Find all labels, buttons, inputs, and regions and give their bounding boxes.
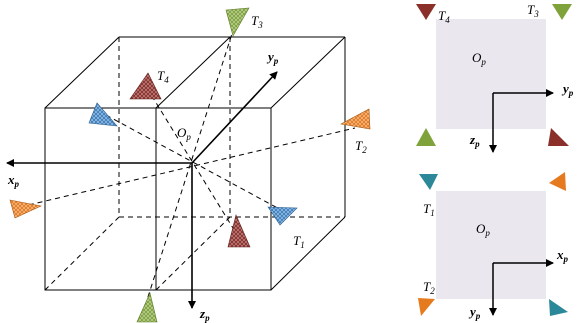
panel-top-triangle-tl [416, 4, 436, 20]
panel-bottom-label-t1: T1 [423, 201, 435, 218]
panel-top-label-z: zp [469, 132, 480, 149]
cube-edge-br [270, 216, 346, 291]
panel-top-square [436, 19, 546, 129]
y-axis-arrow [191, 71, 278, 164]
cube-hidden-edges [19, 17, 356, 301]
cube-edge-tl [44, 36, 120, 109]
label-t3: T3 [251, 13, 263, 30]
panel-bottom-square [436, 191, 546, 299]
cube-edge-tr [270, 36, 346, 109]
hidden-edge-bottom-mid [155, 216, 231, 291]
triangle-blue-left [88, 102, 118, 127]
panel-bottom-label-origin: Op [476, 221, 490, 238]
label-origin: Op [177, 125, 191, 142]
label-t1: T1 [293, 233, 305, 250]
diagonal-t1-line [105, 114, 284, 212]
panel-top-label-t3: T3 [527, 2, 539, 19]
panel-bottom-triangle-tl [419, 174, 438, 190]
panel-top-label-t4: T4 [438, 8, 450, 25]
triangle-t2-right [340, 108, 371, 130]
label-x-axis: xp [7, 172, 20, 189]
label-t2: T2 [355, 138, 367, 155]
panel-bottom-label-t2: T2 [423, 279, 435, 296]
triangle-t4-upper [129, 72, 162, 100]
panel-top-triangle-br [548, 128, 569, 146]
panel-bottom-triangle-br [549, 299, 568, 316]
triangle-orange-left [9, 199, 42, 219]
triangle-t1-blue [267, 206, 298, 226]
triangle-t3-top [225, 7, 250, 37]
diagonal-t3-line [146, 17, 238, 301]
triangle-green-bottom [136, 292, 158, 323]
triangle-red-lower [227, 214, 251, 248]
panel-top-triangle-tr [552, 4, 572, 20]
diagonal-t2-line [19, 127, 356, 208]
label-z-axis: zp [199, 306, 210, 323]
panel-top-label-y: yp [561, 81, 574, 98]
panel-bottom-label-x: xp [556, 247, 569, 264]
hidden-edge-bl [44, 216, 120, 291]
label-y-axis: yp [266, 49, 279, 66]
cube [44, 36, 346, 291]
panel-bottom-triangle-tr [549, 172, 566, 191]
cube-top-mid-line [155, 36, 231, 109]
label-t4: T4 [157, 68, 169, 85]
cube-front-face [44, 107, 272, 291]
panel-top: T4 T3 Op yp zp [416, 2, 574, 153]
panel-bottom-triangle-bl [418, 298, 435, 316]
diagonal-t4-line [146, 87, 237, 234]
panel-top-label-origin: Op [472, 50, 486, 67]
panel-bottom: T1 T2 Op xp yp [418, 172, 569, 321]
panel-top-triangle-bl [416, 128, 436, 146]
panel-bottom-label-y: yp [468, 304, 481, 321]
